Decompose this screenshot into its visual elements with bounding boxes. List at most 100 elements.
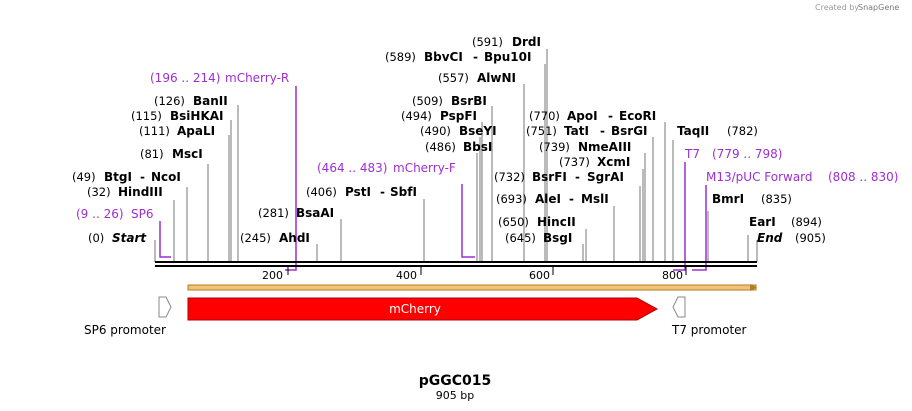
enzyme-name: BanII (193, 94, 228, 108)
enzyme-pos: (835) (761, 192, 792, 206)
enzyme-pos: (645) (505, 231, 536, 245)
mcherry-feature-arrow (187, 297, 659, 321)
end-pos: (905) (795, 231, 826, 245)
enzyme-name: NcoI (151, 170, 181, 184)
enzyme-sep: - (473, 50, 478, 64)
t7-promoter-label: T7 promoter (671, 323, 747, 337)
enzyme-name: AhdI (279, 231, 310, 245)
primer-range: (464 .. 483) (317, 161, 387, 175)
enzyme-leader-lines (173, 49, 749, 262)
plasmid-title: pGGC015 (419, 373, 492, 389)
enzyme-name: NmeAIII (578, 140, 631, 154)
enzyme-name: BsaAI (296, 206, 334, 220)
tick-800: 800 (662, 269, 683, 282)
enzyme-pos: (737) (559, 155, 590, 169)
enzyme-pos: (126) (154, 94, 185, 108)
enzyme-pos: (494) (401, 109, 432, 123)
primer-name: SP6 (131, 207, 154, 221)
enzyme-name: XcmI (597, 155, 630, 169)
enzyme-name: Bpu10I (484, 50, 531, 64)
enzyme-pos: (486) (425, 140, 456, 154)
t7-promoter-arrow (672, 296, 686, 318)
backbone-top-strand (155, 261, 757, 263)
enzyme-name: BsrGI (611, 124, 648, 138)
enzyme-pos: (406) (306, 185, 337, 199)
primer-range: (196 .. 214) (150, 71, 220, 85)
start-pos: (0) (88, 231, 104, 245)
enzyme-pos: (770) (529, 109, 560, 123)
backbone-bottom-strand (155, 265, 757, 267)
enzyme-name: AleI (535, 192, 561, 206)
enzyme-name: DrdI (512, 35, 541, 49)
end-label: End (757, 231, 783, 245)
start-label: Start (112, 231, 147, 245)
primer-name: T7 (684, 147, 700, 161)
enzyme-name: MslI (581, 192, 609, 206)
plasmid-length: 905 bp (436, 389, 474, 402)
enzyme-name: BseYI (459, 124, 497, 138)
enzyme-pos: (894) (791, 215, 822, 229)
enzyme-name: PstI (345, 185, 371, 199)
enzyme-name: SgrAI (587, 170, 624, 184)
enzyme-sep: - (569, 192, 574, 206)
enzyme-name: BtgI (104, 170, 132, 184)
enzyme-pos: (490) (420, 124, 451, 138)
enzyme-name: PspFI (440, 109, 477, 123)
primer-range: (779 .. 798) (712, 147, 782, 161)
enzyme-name-2: - (140, 170, 145, 184)
enzyme-name: BsgI (543, 231, 572, 245)
tick-600: 600 (529, 269, 550, 282)
enzyme-pos: (591) (472, 35, 503, 49)
primer-name: mCherry-R (225, 71, 289, 85)
enzyme-pos: (32) (87, 185, 111, 199)
enzyme-name: ApaLI (177, 124, 215, 138)
enzyme-name: HindIII (118, 185, 163, 199)
enzyme-pos: (245) (240, 231, 271, 245)
enzyme-name: HincII (537, 215, 576, 229)
enzyme-name: BsrBI (451, 94, 487, 108)
enzyme-name: BbvCI (424, 50, 463, 64)
tick-400: 400 (396, 269, 417, 282)
enzyme-name: BbsI (463, 140, 492, 154)
tick-200: 200 (262, 269, 283, 282)
insert-bar (187, 284, 757, 291)
enzyme-name: AlwNI (477, 71, 516, 85)
enzyme-name: BmrI (712, 192, 744, 206)
enzyme-name: TatI (564, 124, 589, 138)
enzyme-name: SbfI (390, 185, 417, 199)
enzyme-name: EarI (749, 215, 776, 229)
enzyme-sep: - (575, 170, 580, 184)
enzyme-pos: (115) (131, 109, 162, 123)
snapgene-brand: SnapGene (858, 3, 899, 12)
sp6-promoter-label: SP6 promoter (84, 323, 166, 337)
enzyme-pos: (81) (140, 147, 164, 161)
watermark-text: Created by (815, 3, 859, 12)
primer-name: M13/pUC Forward (706, 170, 813, 184)
enzyme-name: EcoRI (619, 109, 656, 123)
enzyme-pos: (589) (385, 50, 416, 64)
enzyme-sep: - (608, 109, 613, 123)
enzyme-name: MscI (172, 147, 203, 161)
primer-name: mCherry-F (393, 161, 456, 175)
enzyme-pos: (509) (412, 94, 443, 108)
sp6-promoter-arrow (158, 296, 172, 318)
enzyme-pos: (650) (498, 215, 529, 229)
enzyme-pos: (557) (438, 71, 469, 85)
enzyme-name: BsrFI (532, 170, 567, 184)
enzyme-name: ApoI (567, 109, 598, 123)
mcherry-label: mCherry (389, 302, 441, 316)
enzyme-pos: (739) (539, 140, 570, 154)
primer-range: (9 .. 26) (76, 207, 124, 221)
enzyme-pos: (732) (494, 170, 525, 184)
enzyme-sep: - (600, 124, 605, 138)
enzyme-pos: (281) (258, 206, 289, 220)
enzyme-pos: (111) (139, 124, 170, 138)
enzyme-sep: - (380, 185, 385, 199)
enzyme-pos: (49) (72, 170, 96, 184)
enzyme-pos: (782) (727, 124, 758, 138)
primer-range: (808 .. 830) (828, 170, 898, 184)
primer-brackets (159, 86, 707, 271)
enzyme-pos: (693) (496, 192, 527, 206)
enzyme-name: TaqII (677, 124, 709, 138)
